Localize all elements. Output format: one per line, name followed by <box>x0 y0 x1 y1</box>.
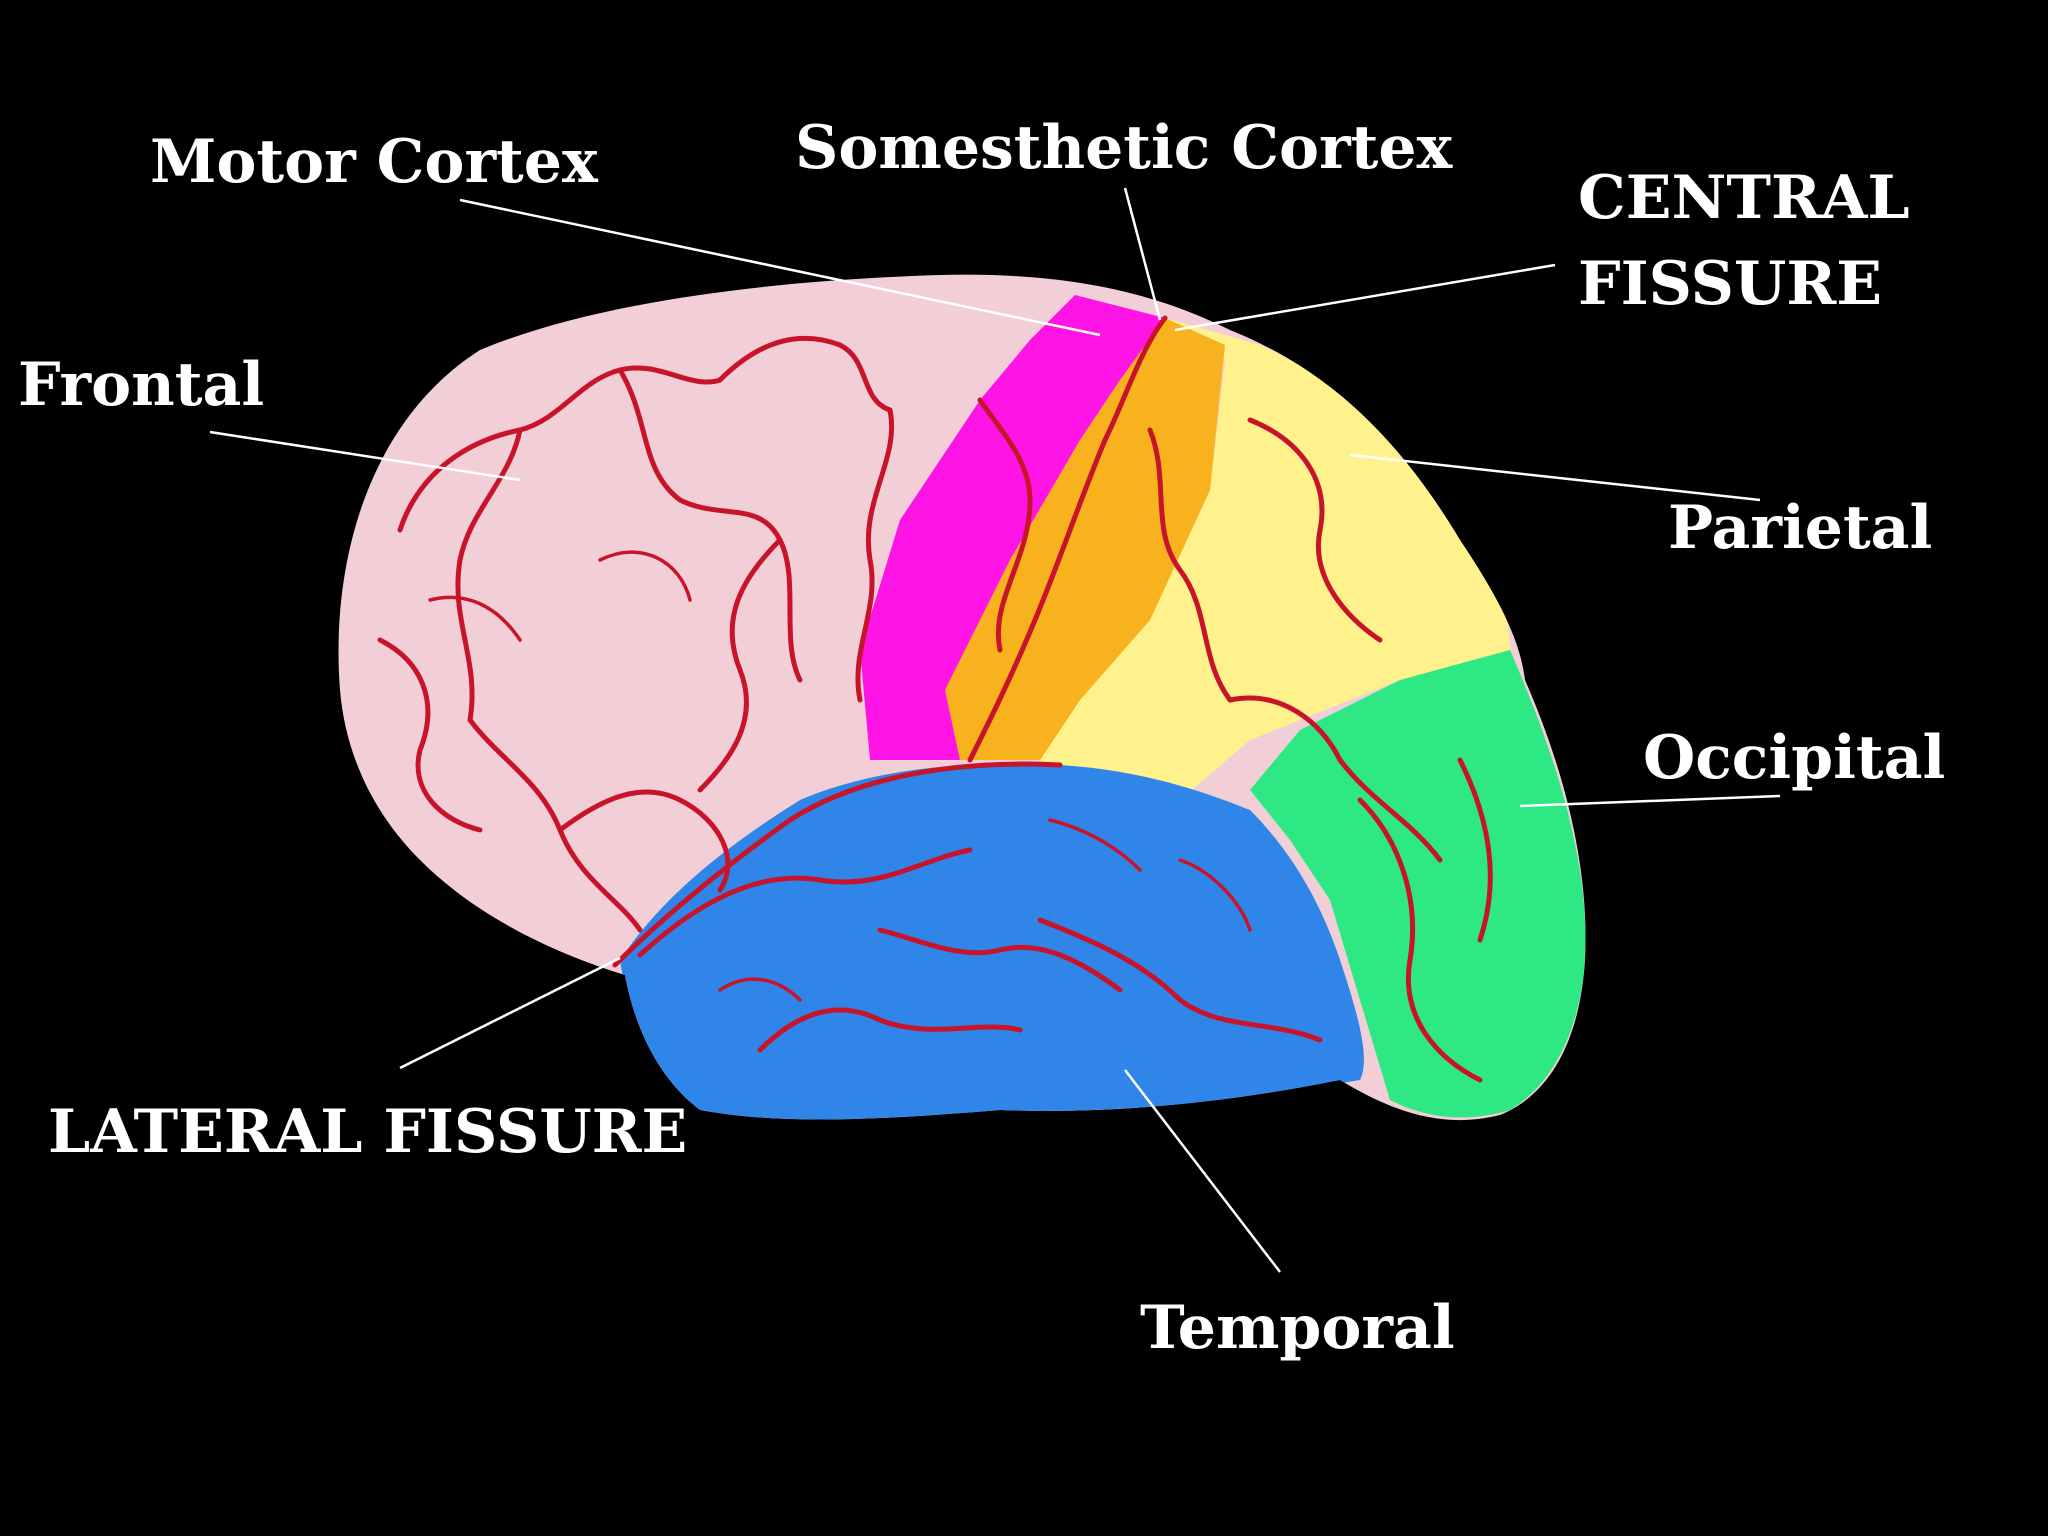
label-occipital: Occipital <box>1643 723 1945 793</box>
label-somesthetic-cortex: Somesthetic Cortex <box>795 113 1454 183</box>
temporal-lobe-region <box>620 763 1364 1120</box>
label-temporal: Temporal <box>1140 1293 1455 1363</box>
temporal-leader <box>1124 1069 1281 1273</box>
lateral-fissure-line <box>612 761 1063 968</box>
blood-vessels <box>377 315 1493 1083</box>
label-parietal: Parietal <box>1668 493 1932 563</box>
central-fissure-leader <box>1174 263 1556 332</box>
motor-cortex-region <box>860 295 1165 760</box>
somesthetic-cortex-leader <box>1123 187 1162 321</box>
lateral-fissure-leader <box>399 956 621 1070</box>
brain <box>338 274 1586 1121</box>
label-lateral-fissure: LATERAL FISSURE <box>48 1097 687 1167</box>
occipital-leader <box>1519 794 1781 808</box>
somesthetic-cortex-region <box>945 318 1225 760</box>
frontal-leader <box>209 430 521 482</box>
label-motor-cortex: Motor Cortex <box>150 127 599 197</box>
label-frontal: Frontal <box>18 350 264 420</box>
motor-cortex-leader <box>459 198 1101 337</box>
parietal-leader <box>1349 453 1761 502</box>
labels: Motor Cortex Somesthetic Cortex CENTRAL … <box>18 113 1945 1363</box>
label-central-fissure-line2: FISSURE <box>1578 249 1882 319</box>
leader-lines <box>209 187 1781 1273</box>
central-fissure-line <box>967 315 1168 763</box>
label-central-fissure-line1: CENTRAL <box>1578 163 1910 233</box>
occipital-lobe-region <box>1250 650 1586 1118</box>
